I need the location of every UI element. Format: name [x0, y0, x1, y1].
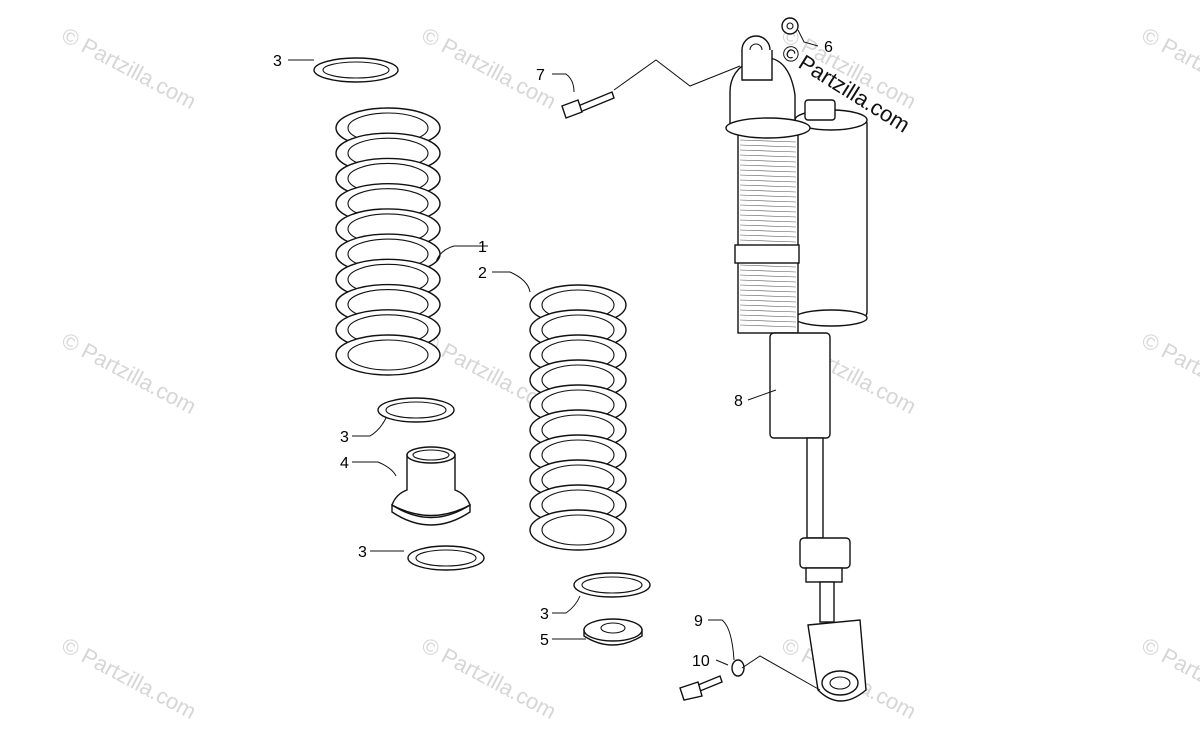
callout-8: 8	[734, 393, 743, 410]
callout-3-lower: 3	[358, 544, 367, 561]
lock-nut	[781, 17, 799, 35]
thread-line	[739, 314, 797, 318]
thread-line	[739, 239, 797, 243]
spring-spacer-sleeve	[391, 446, 471, 526]
thread-line	[739, 229, 797, 233]
lower-mount-washer	[731, 659, 745, 677]
callout-1: 1	[478, 239, 487, 256]
spring-coil-inner	[541, 514, 615, 546]
spring-retainer	[583, 618, 643, 646]
thread-line	[739, 179, 797, 183]
shock-absorber	[725, 35, 868, 702]
thread-line	[739, 294, 797, 298]
thread-line	[739, 309, 797, 313]
watermark-text: © Partzilla.com	[58, 22, 201, 114]
watermark-text: © Partzilla.com	[418, 632, 561, 724]
thread-line	[739, 274, 797, 278]
callout-7: 7	[536, 67, 545, 84]
watermark-text: © Partzilla.com	[1138, 22, 1200, 114]
watermark-text: © Partzilla.com	[58, 327, 201, 419]
callout-10: 10	[692, 653, 710, 670]
watermark-text: © Partzilla.com	[58, 632, 201, 724]
callouts: 3 1 2 3 4 3 3 5 7 6 8 9 10	[273, 39, 833, 670]
spring-coil-inner	[347, 339, 429, 371]
spring-washer-middle	[377, 397, 455, 423]
spring-washer-lower	[407, 545, 485, 571]
thread-line	[739, 324, 797, 328]
thread-line	[739, 154, 797, 158]
thread-line	[739, 304, 797, 308]
thread-line	[739, 284, 797, 288]
thread-line	[739, 174, 797, 178]
thread-line	[739, 289, 797, 293]
thread-line	[739, 214, 797, 218]
thread-line	[739, 139, 797, 143]
thread-line	[739, 224, 797, 228]
callout-4: 4	[340, 455, 349, 472]
callout-6: 6	[824, 39, 833, 56]
thread-line	[739, 279, 797, 283]
thread-line	[739, 209, 797, 213]
thread-line	[739, 269, 797, 273]
callout-5: 5	[540, 632, 549, 649]
thread-line	[739, 204, 797, 208]
callout-3-middle: 3	[340, 429, 349, 446]
thread-line	[739, 299, 797, 303]
spring-washer-bottom	[573, 572, 651, 598]
thread-line	[739, 144, 797, 148]
thread-line	[739, 159, 797, 163]
thread-line	[739, 194, 797, 198]
callout-3-bottom: 3	[540, 606, 549, 623]
thread-line	[739, 149, 797, 153]
watermark-text: © Partzilla.com	[1138, 632, 1200, 724]
thread-line	[739, 199, 797, 203]
lower-mount-bolt	[679, 675, 723, 701]
thread-line	[739, 219, 797, 223]
thread-line	[739, 319, 797, 323]
watermark-layer: © Partzilla.com © Partzilla.com © Partzill…	[58, 22, 1200, 724]
thread-line	[739, 169, 797, 173]
thread-line	[739, 189, 797, 193]
callout-9: 9	[694, 613, 703, 630]
thread-line	[739, 164, 797, 168]
thread-line	[739, 184, 797, 188]
thread-line	[739, 264, 797, 268]
watermark-text: © Partzilla.com	[1138, 327, 1200, 419]
callout-3-top: 3	[273, 53, 282, 70]
upper-mount-bolt	[561, 91, 615, 119]
spring-coil	[529, 509, 627, 551]
spring-coil	[335, 334, 441, 376]
spring-washer-top	[313, 57, 399, 83]
callout-2: 2	[478, 265, 487, 282]
coil-spring-large	[335, 107, 441, 376]
coil-spring-small	[529, 284, 627, 551]
thread-line	[739, 234, 797, 238]
callout-leader-lines	[288, 29, 821, 691]
